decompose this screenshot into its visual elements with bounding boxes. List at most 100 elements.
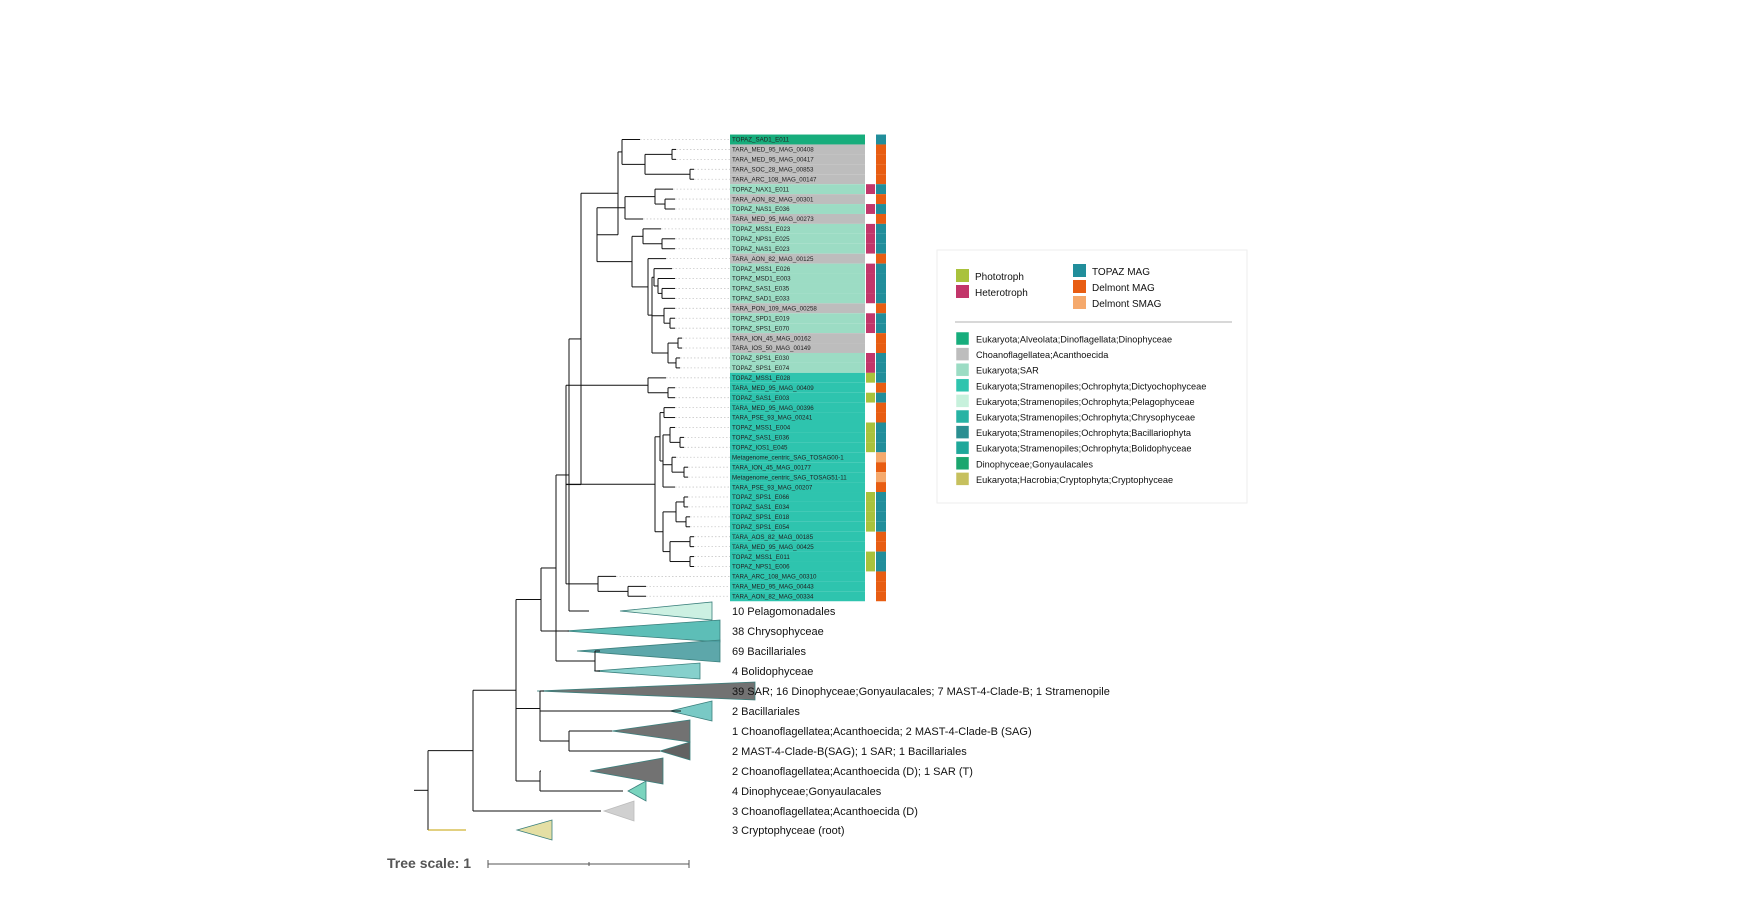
legend-label: TOPAZ MAG [1092, 267, 1150, 278]
legend-swatch [1073, 280, 1086, 293]
leaf-label: TOPAZ_NAX1_E011 [732, 186, 790, 193]
collapsed-clade-triangle [611, 719, 691, 743]
leaf-trophic-cell [866, 521, 875, 532]
leaf-taxonomy-cell [730, 333, 865, 344]
leaf-source-cell [876, 551, 886, 562]
legend-swatch [955, 378, 970, 393]
leaf-label: TOPAZ_MSS1_E026 [732, 266, 791, 273]
leaf-taxonomy-cell [730, 323, 865, 334]
leaf-trophic-cell [866, 184, 875, 195]
leaf-trophic-cell [866, 531, 875, 542]
leaf-source-cell [876, 521, 886, 532]
collapsed-clade-triangle [515, 819, 553, 841]
leaf-source-cell [876, 313, 886, 324]
leaf-label: TOPAZ_MSD1_E003 [732, 276, 791, 283]
legend-label: Delmont SMAG [1092, 299, 1162, 310]
leaf-trophic-cell [866, 283, 875, 294]
leaf-label: TOPAZ_NPS1_E006 [732, 564, 790, 571]
legend-label: Eukaryota;Stramenopiles;Ochrophyta;Chrys… [976, 413, 1195, 423]
leaf-taxonomy-cell [730, 482, 865, 493]
leaf-source-cell [876, 501, 886, 512]
leaf-trophic-cell [866, 511, 875, 522]
leaf-label: TOPAZ_SPS1_E018 [732, 514, 790, 521]
leaf-taxonomy-cell [730, 253, 865, 264]
leaf-label: TARA_MED_95_MAG_00443 [732, 584, 814, 591]
legend-label: Eukaryota;Stramenopiles;Ochrophyta;Pelag… [976, 397, 1195, 407]
leaf-taxonomy-cell [730, 412, 865, 423]
legend-swatch [955, 347, 970, 361]
leaf-trophic-cell [866, 372, 875, 383]
leaf-source-cell [876, 452, 886, 463]
collapsed-clade-label: 3 Choanoflagellatea;Acanthoecida (D) [732, 806, 918, 818]
leaf-taxonomy-cell [730, 164, 865, 175]
leaf-taxonomy-cell [730, 511, 865, 522]
leaf-label: TOPAZ_SAS1_E003 [732, 395, 790, 402]
leaf-trophic-cell [866, 452, 875, 463]
leaf-label: TOPAZ_SPS1_E066 [732, 494, 790, 501]
leaf-source-cell [876, 283, 886, 294]
leaf-source-cell [876, 154, 886, 165]
leaf-label: TOPAZ_SPD1_E019 [732, 315, 790, 322]
leaf-source-cell [876, 263, 886, 274]
legend-swatch [1073, 296, 1086, 309]
legend-label: Eukaryota;Stramenopiles;Ochrophyta;Bolid… [976, 444, 1192, 454]
leaf-taxonomy-cell [730, 293, 865, 304]
leaf-trophic-cell [866, 352, 875, 363]
leaf-source-cell [876, 223, 886, 234]
leaf-source-cell [876, 293, 886, 304]
leaf-source-cell [876, 233, 886, 244]
leaf-trophic-cell [866, 213, 875, 224]
leaf-taxonomy-cell [730, 402, 865, 413]
leaf-trophic-cell [866, 243, 875, 254]
leaf-trophic-cell [866, 442, 875, 453]
leaf-label: TARA_AON_82_MAG_00334 [732, 593, 814, 600]
collapsed-clade-triangle [564, 619, 721, 643]
leaf-source-cell [876, 194, 886, 205]
collapsed-clade-triangle [602, 800, 635, 822]
leaf-source-cell [876, 213, 886, 224]
leaf-label: TARA_MED_95_MAG_00425 [732, 544, 814, 551]
leaf-source-cell [876, 333, 886, 344]
collapsed-clade-label: 69 Bacillariales [732, 646, 806, 658]
leaf-label: TARA_AOS_82_MAG_00185 [732, 534, 814, 541]
leaf-trophic-cell [866, 581, 875, 592]
leaf-label: TOPAZ_MSS1_E004 [732, 425, 791, 432]
leaf-taxonomy-cell [730, 313, 865, 324]
leaf-label: TOPAZ_MSS1_E028 [732, 375, 791, 382]
leaf-source-cell [876, 144, 886, 155]
leaf-source-cell [876, 164, 886, 175]
leaf-trophic-cell [866, 382, 875, 393]
leaf-trophic-cell [866, 571, 875, 582]
leaf-guide-lines [616, 139, 730, 597]
leaf-trophic-cell [866, 561, 875, 572]
tree-branches [414, 139, 694, 831]
leaf-trophic-cell [866, 362, 875, 373]
leaf-label: TOPAZ_SAD1_E033 [732, 296, 790, 303]
leaf-taxonomy-cell [730, 303, 865, 314]
leaf-taxonomy-cell [730, 392, 865, 403]
leaf-label: TARA_PSE_93_MAG_00207 [732, 484, 813, 491]
leaf-label: TARA_MED_95_MAG_00396 [732, 405, 814, 412]
leaf-trophic-cell [866, 432, 875, 443]
leaf-source-cell [876, 432, 886, 443]
leaf-label: TOPAZ_NPS1_E025 [732, 236, 790, 243]
leaf-taxonomy-cell [730, 422, 865, 433]
leaf-taxonomy-cell [730, 184, 865, 195]
leaf-taxonomy-cell [730, 541, 865, 552]
leaf-trophic-cell [866, 263, 875, 274]
leaf-source-cell [876, 204, 886, 214]
leaf-trophic-cell [866, 492, 875, 502]
leaf-trophic-cell [866, 551, 875, 562]
collapsed-clade-triangle [627, 780, 647, 802]
leaf-source-cell [876, 581, 886, 592]
leaf-label: TOPAZ_MSS1_E011 [732, 554, 790, 561]
leaf-source-cell [876, 343, 886, 353]
leaf-taxonomy-cell [730, 442, 865, 453]
leaf-label: TOPAZ_SAS1_E035 [732, 286, 790, 293]
legend-label: Dinophyceae;Gonyaulacales [976, 459, 1093, 469]
leaf-source-cell [876, 511, 886, 522]
leaf-taxonomy-cell [730, 531, 865, 542]
leaf-taxonomy-cell [730, 501, 865, 512]
leaf-trophic-cell [866, 333, 875, 344]
